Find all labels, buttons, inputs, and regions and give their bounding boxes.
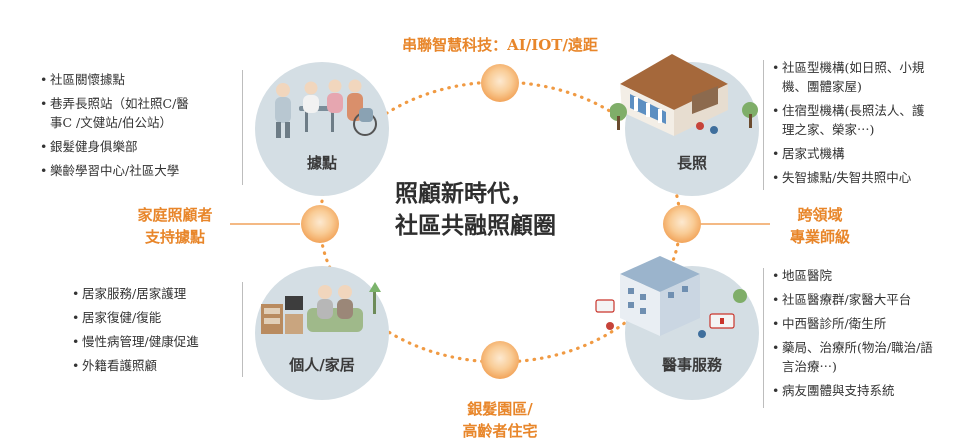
connector-label-left: 家庭照顧者 支持據點 [120,204,230,248]
connector-label-right-line2: 專業師級 [789,228,850,246]
hospital-building-icon [595,256,747,338]
list-item: 慢性病管理/健康促進 [72,332,232,351]
connector-label-bottom-line1: 銀髮園區/ [467,400,533,418]
list-top-left: 社區關懷據點 巷弄長照站（如社照C/醫事C /文健站/伯公站） 銀髮健身俱樂部 … [40,70,230,185]
home-couple-icon [261,282,381,334]
connector-label-top: 串聯智慧科技：AI/IOT/遠距 [402,36,598,54]
list-item: 社區關懷據點 [40,70,230,89]
list-item: 失智據點/失智共照中心 [772,168,972,187]
list-item: 社區醫療群/家醫大平台 [772,290,972,309]
hub-label-top-right: 長照 [676,154,707,172]
node-bottom [481,341,519,379]
list-item: 居家服務/居家護理 [72,284,232,303]
bracket-bottom-left [230,282,243,377]
list-item: 居家式機構 [772,144,972,163]
connector-label-bottom: 銀髮園區/ 高齡者住宅 [440,398,560,442]
bracket-top-left [230,70,243,185]
list-item: 中西醫診所/衛生所 [772,314,972,333]
center-title-line1: 照顧新時代， [395,180,533,207]
connector-label-left-line2: 支持據點 [144,228,205,246]
list-item: 地區醫院 [772,266,972,285]
bracket-top-right [763,60,776,190]
hub-label-top-left: 據點 [306,154,337,172]
hub-bottom-right: 醫事服務 [595,256,759,400]
list-item: 外籍看護照顧 [72,356,232,375]
node-right [663,205,701,243]
connector-label-right-line1: 跨領域 [797,206,843,224]
connector-label-right: 跨領域 專業師級 [770,204,870,248]
node-left [301,205,339,243]
connector-label-bottom-line2: 高齡者住宅 [462,422,538,440]
long-term-care-building-icon [610,54,758,136]
list-top-right: 社區型機構(如日照、小規機、團體家屋) 住宿型機構(長照法人、護理之家、榮家⋯)… [772,58,972,192]
list-item: 病友團體與支持系統 [772,381,972,400]
connector-label-left-line1: 家庭照顧者 [137,206,213,224]
center-title: 照顧新時代， 社區共融照顧圈 [395,178,615,242]
list-item: 樂齡學習中心/社區大學 [40,161,230,180]
list-item: 社區型機構(如日照、小規機、團體家屋) [772,58,972,96]
list-item: 銀髮健身俱樂部 [40,137,230,156]
node-top [481,64,519,102]
hub-top-right: 長照 [610,54,759,196]
bracket-bottom-right [763,268,776,408]
list-bottom-right: 地區醫院 社區醫療群/家醫大平台 中西醫診所/衛生所 藥局、治療所(物治/職治/… [772,266,972,405]
list-item: 巷弄長照站（如社照C/醫事C /文健站/伯公站） [40,94,230,132]
hub-top-left: 據點 [255,62,389,196]
hub-label-bottom-right: 醫事服務 [661,356,722,374]
hub-label-bottom-left: 個人/家居 [289,356,355,374]
community-people-icon [275,79,377,138]
hub-bottom-left: 個人/家居 [255,266,389,400]
list-bottom-left: 居家服務/居家護理 居家復健/復能 慢性病管理/健康促進 外籍看護照顧 [72,284,232,380]
center-title-line2: 社區共融照顧圈 [395,212,556,239]
list-item: 居家復健/復能 [72,308,232,327]
